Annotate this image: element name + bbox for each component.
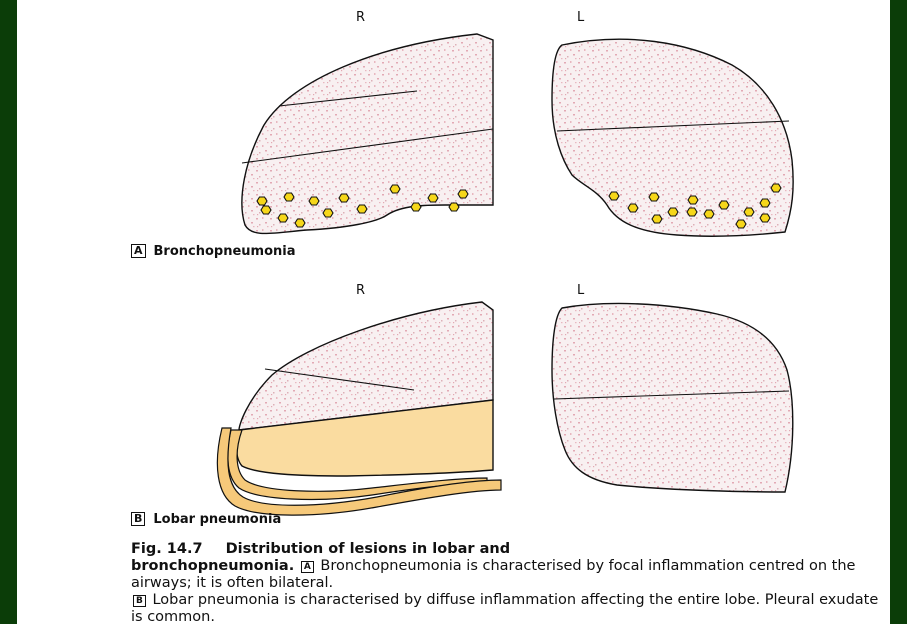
lesion-focus xyxy=(719,201,729,209)
right-lung-label-b: R xyxy=(356,283,365,298)
panel-b-title: Lobar pneumonia xyxy=(153,512,281,527)
lesion-focus xyxy=(339,194,349,202)
caption-text-b: Lobar pneumonia is characterised by diff… xyxy=(131,592,878,624)
lesion-focus xyxy=(628,204,638,212)
lesion-focus xyxy=(609,192,619,200)
panel-a-caption: A Bronchopneumonia xyxy=(131,244,296,259)
lesion-focus xyxy=(278,214,288,222)
lesion-focus xyxy=(760,214,770,222)
lesion-focus xyxy=(257,197,267,205)
lesion-focus xyxy=(458,190,468,198)
figure-a-left-lung xyxy=(552,39,793,236)
lesion-focus xyxy=(704,210,714,218)
lesion-focus xyxy=(357,205,367,213)
caption-box-a: A xyxy=(301,561,314,573)
panel-a-title: Bronchopneumonia xyxy=(154,244,296,259)
lesion-focus xyxy=(668,208,678,216)
lesion-focus xyxy=(284,193,294,201)
lesion-focus xyxy=(449,203,459,211)
lesion-focus xyxy=(323,209,333,217)
lung-diagram xyxy=(17,0,890,624)
lesion-focus xyxy=(390,185,400,193)
fig-number: Fig. 14.7 xyxy=(131,541,203,557)
lesion-focus xyxy=(428,194,438,202)
panel-a-letter: A xyxy=(131,244,146,258)
lesion-focus xyxy=(309,197,319,205)
lesion-focus xyxy=(649,193,659,201)
lesion-focus xyxy=(736,220,746,228)
lesion-focus xyxy=(688,196,698,204)
right-lung-label-a: R xyxy=(356,10,365,25)
lesion-focus xyxy=(760,199,770,207)
lesion-focus xyxy=(744,208,754,216)
lesion-focus xyxy=(687,208,697,216)
lesion-focus xyxy=(771,184,781,192)
caption-title-2: bronchopneumonia. xyxy=(131,558,294,574)
caption-title-1: Distribution of lesions in lobar and xyxy=(226,541,510,557)
left-lung-label-a: L xyxy=(577,10,584,25)
left-lung-label-b: L xyxy=(577,283,584,298)
figure-caption: Fig. 14.7 Distribution of lesions in lob… xyxy=(131,541,890,624)
caption-box-b: B xyxy=(133,595,146,607)
panel-b-caption: B Lobar pneumonia xyxy=(131,512,281,527)
panel-b-letter: B xyxy=(131,512,145,526)
lesion-focus xyxy=(295,219,305,227)
lesion-focus xyxy=(652,215,662,223)
lesion-focus xyxy=(261,206,271,214)
lesion-focus xyxy=(411,203,421,211)
figure-b-right-lung xyxy=(236,302,493,476)
figure-b-left-lung xyxy=(552,303,793,492)
